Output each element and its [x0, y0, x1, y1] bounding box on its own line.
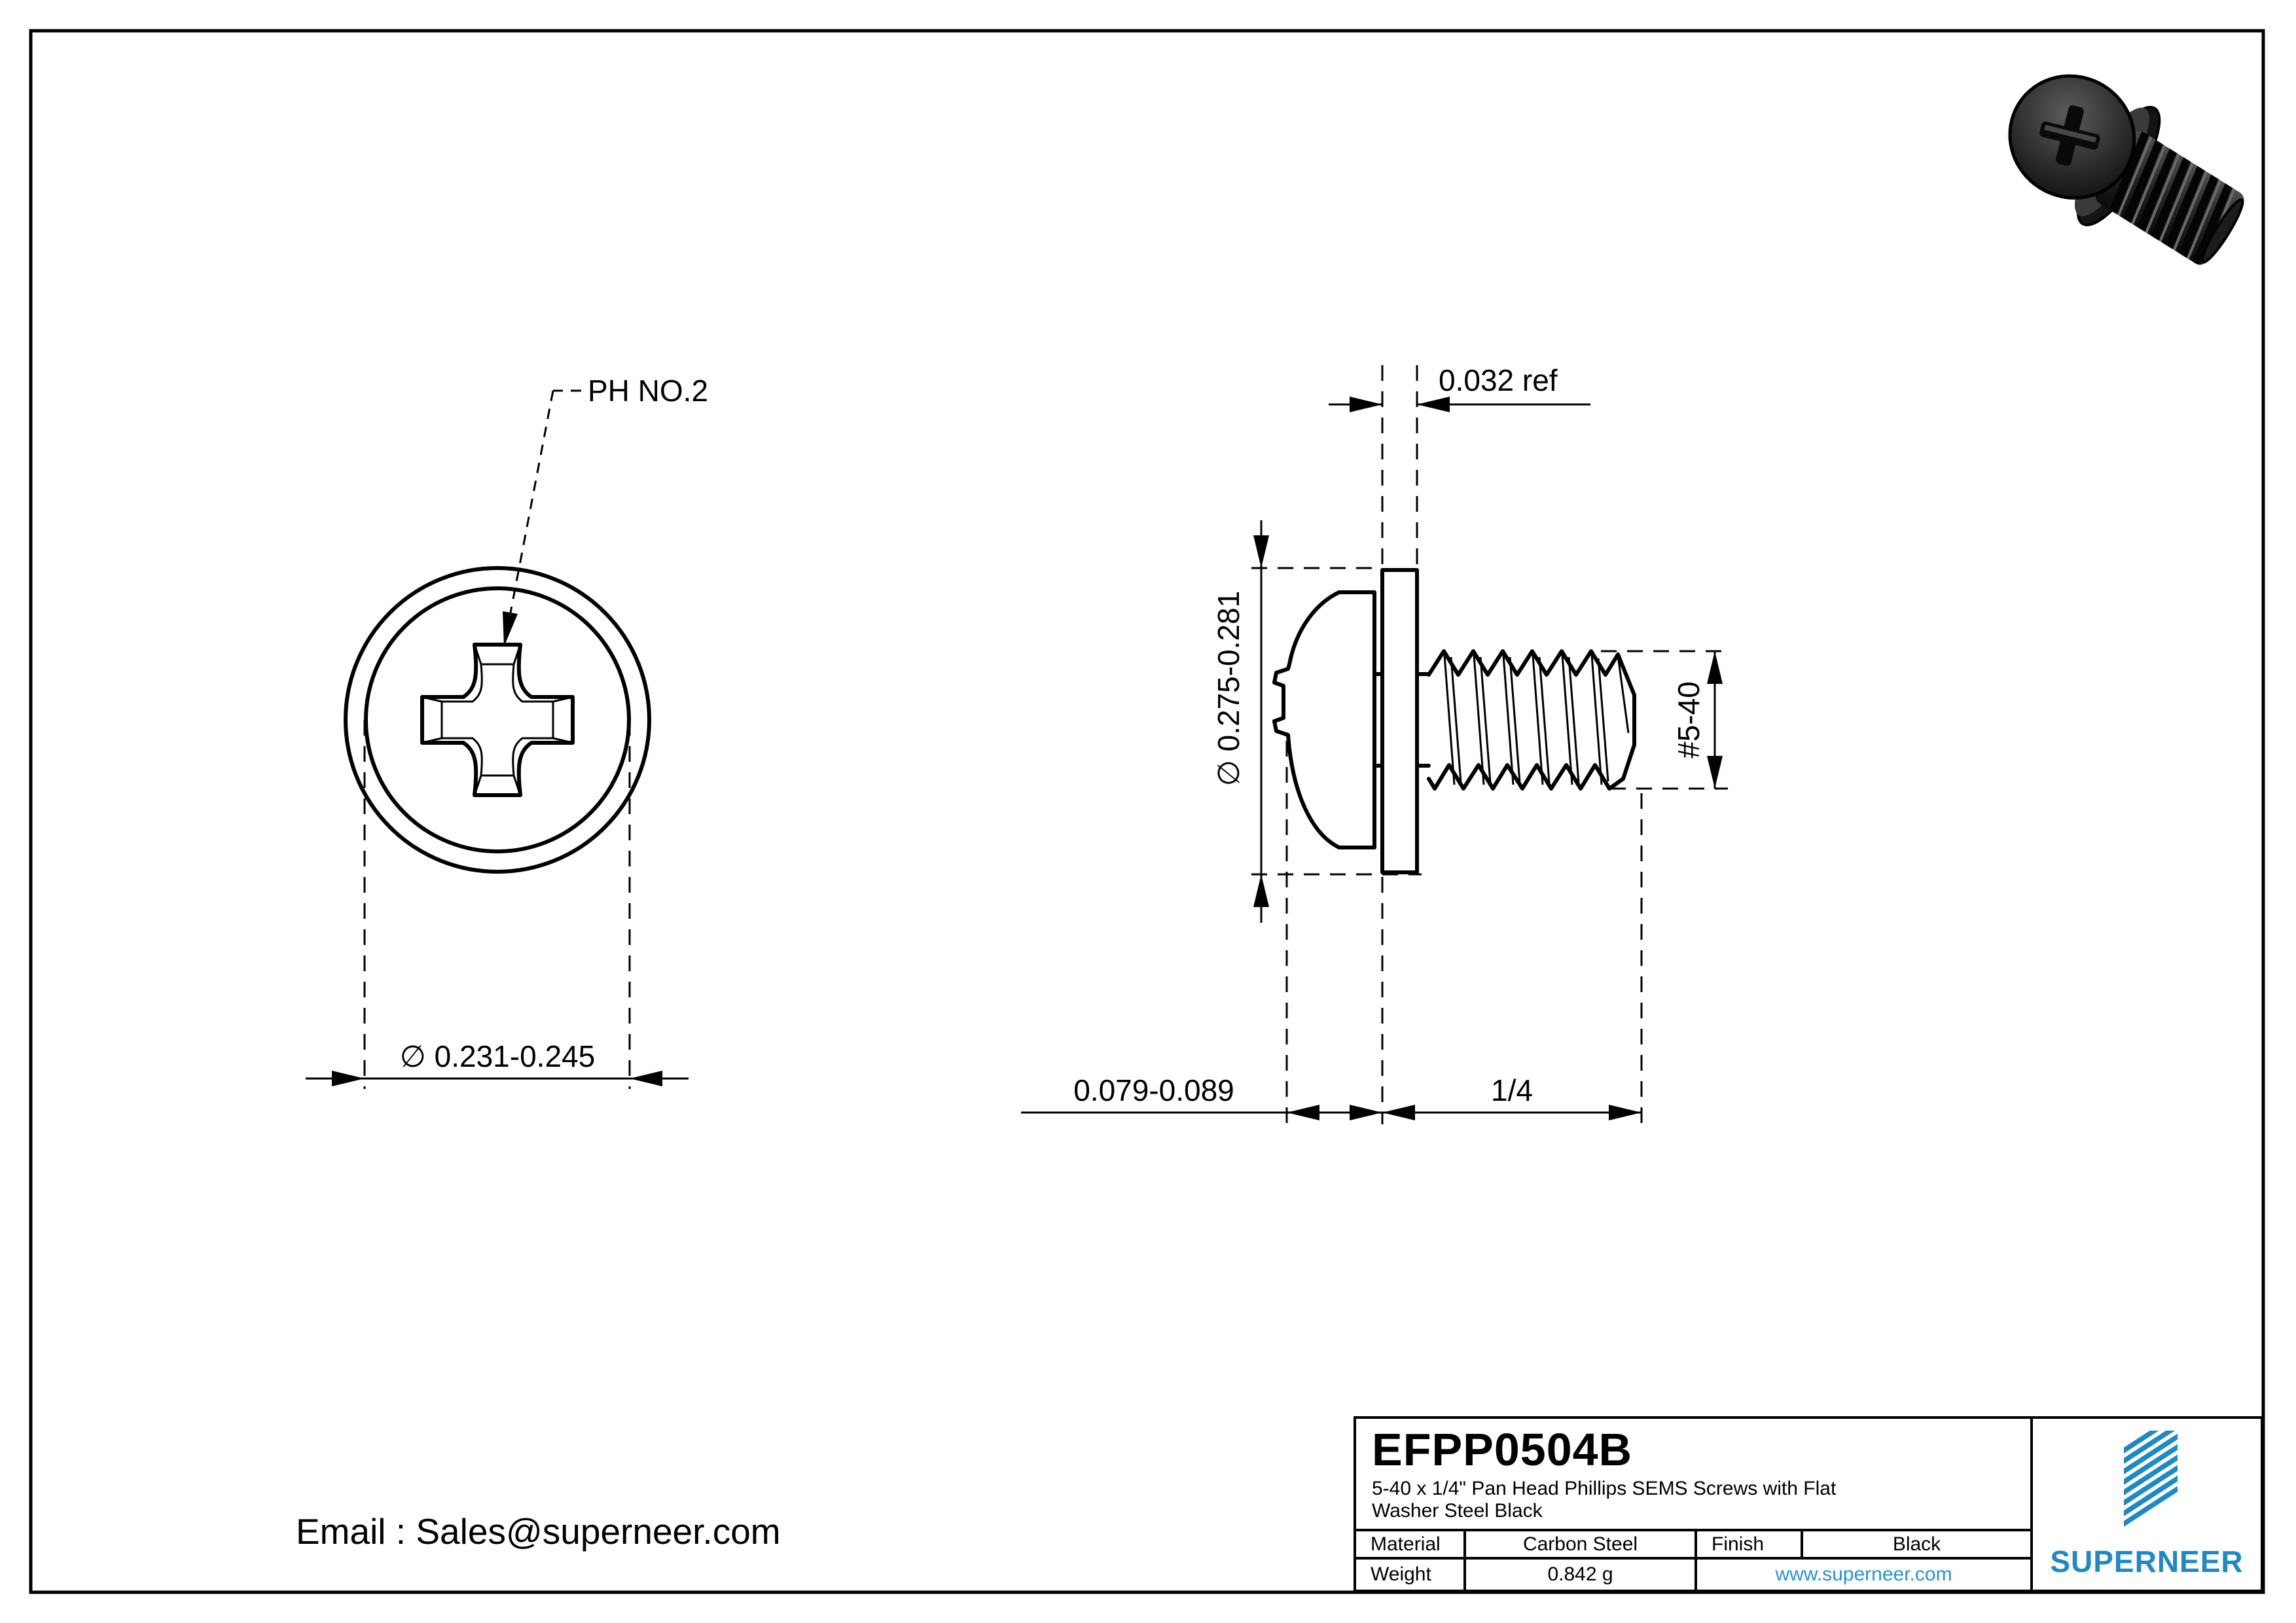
brand-panel: SUPERNEER	[2030, 1419, 2261, 1590]
part-description: 5-40 x 1/4" Pan Head Phillips SEMS Screw…	[1372, 1478, 2030, 1522]
page-border	[29, 29, 2265, 1594]
screw-3d-tip	[2200, 198, 2244, 264]
dim-arrow	[1287, 1105, 1319, 1120]
ph-number-label: PH NO.2	[588, 374, 708, 408]
side-view: 0.032 ref ∅ 0.275-0.281 #5-40 0.079-0.08…	[1021, 363, 1728, 1124]
shank-lines	[1372, 672, 1431, 768]
dim-arrow	[1417, 397, 1450, 412]
material-label: Material	[1371, 1533, 1441, 1555]
thread-profile	[1427, 649, 1636, 791]
dim-arrow	[630, 1071, 662, 1086]
finish-label: Finish	[1695, 1531, 1801, 1557]
part-description-line2: Washer Steel Black	[1372, 1500, 1543, 1522]
dim-arrow	[1707, 756, 1723, 789]
material-finish-row: Material Carbon Steel Finish Black	[1356, 1531, 2030, 1560]
flat-washer	[1380, 568, 1419, 874]
phillips-cross-inner	[440, 663, 554, 777]
pan-head-outline-circle	[364, 586, 631, 853]
thread-length-dim: 1/4	[1491, 1073, 1533, 1107]
ph-leader-arrowhead	[503, 611, 518, 647]
website-link[interactable]: www.superneer.com	[1695, 1560, 2030, 1590]
washer-diameter-dim: ∅ 0.275-0.281	[1211, 591, 1246, 786]
title-block-main: EFPP0504B 5-40 x 1/4" Pan Head Phillips …	[1356, 1419, 2030, 1590]
title-block: EFPP0504B 5-40 x 1/4" Pan Head Phillips …	[1354, 1416, 2263, 1592]
phillips-cross-facets	[422, 644, 573, 796]
dim-arrow	[332, 1071, 365, 1086]
weight-value: 0.842 g	[1463, 1560, 1695, 1590]
screw-3d-render	[2008, 74, 2248, 268]
dim-arrow	[1350, 1105, 1382, 1120]
material-value: Carbon Steel	[1463, 1531, 1695, 1557]
brand-name: SUPERNEER	[2050, 1544, 2244, 1578]
part-number: EFPP0504B	[1372, 1424, 1633, 1475]
dim-arrow	[1609, 1105, 1641, 1120]
superneer-logo-icon	[2124, 1431, 2178, 1527]
dim-arrow	[1253, 535, 1269, 568]
part-description-line1: 5-40 x 1/4" Pan Head Phillips SEMS Screw…	[1372, 1478, 1837, 1499]
screw-3d-phillips-recess	[2039, 105, 2100, 166]
thread-flank-lines	[1443, 654, 1630, 785]
finish-value: Black	[1801, 1531, 2030, 1557]
weight-label: Weight	[1371, 1563, 1431, 1585]
washer-outline-circle	[344, 566, 651, 874]
weight-website-row: Weight 0.842 g www.superneer.com	[1356, 1560, 2030, 1590]
dim-arrow	[1253, 874, 1269, 907]
ph-leader-line-2	[504, 390, 554, 641]
washer-thickness-dim: 0.032 ref	[1439, 363, 1558, 397]
phillips-cross-outer	[420, 643, 575, 797]
thread-spec-dim: #5-40	[1672, 681, 1706, 758]
dim-arrow	[1382, 1105, 1415, 1120]
head-height-dim: 0.079-0.089	[1073, 1073, 1234, 1107]
head-diameter-dim: ∅ 0.231-0.245	[400, 1039, 595, 1073]
pan-head-profile	[1272, 590, 1376, 849]
front-view: PH NO.2 ∅ 0.231-0.245	[306, 374, 708, 1089]
dim-arrow	[1350, 397, 1382, 412]
dim-arrow	[1707, 651, 1723, 684]
contact-email: Email : Sales@superneer.com	[296, 1511, 781, 1552]
title-block-header: EFPP0504B 5-40 x 1/4" Pan Head Phillips …	[1356, 1419, 2030, 1531]
